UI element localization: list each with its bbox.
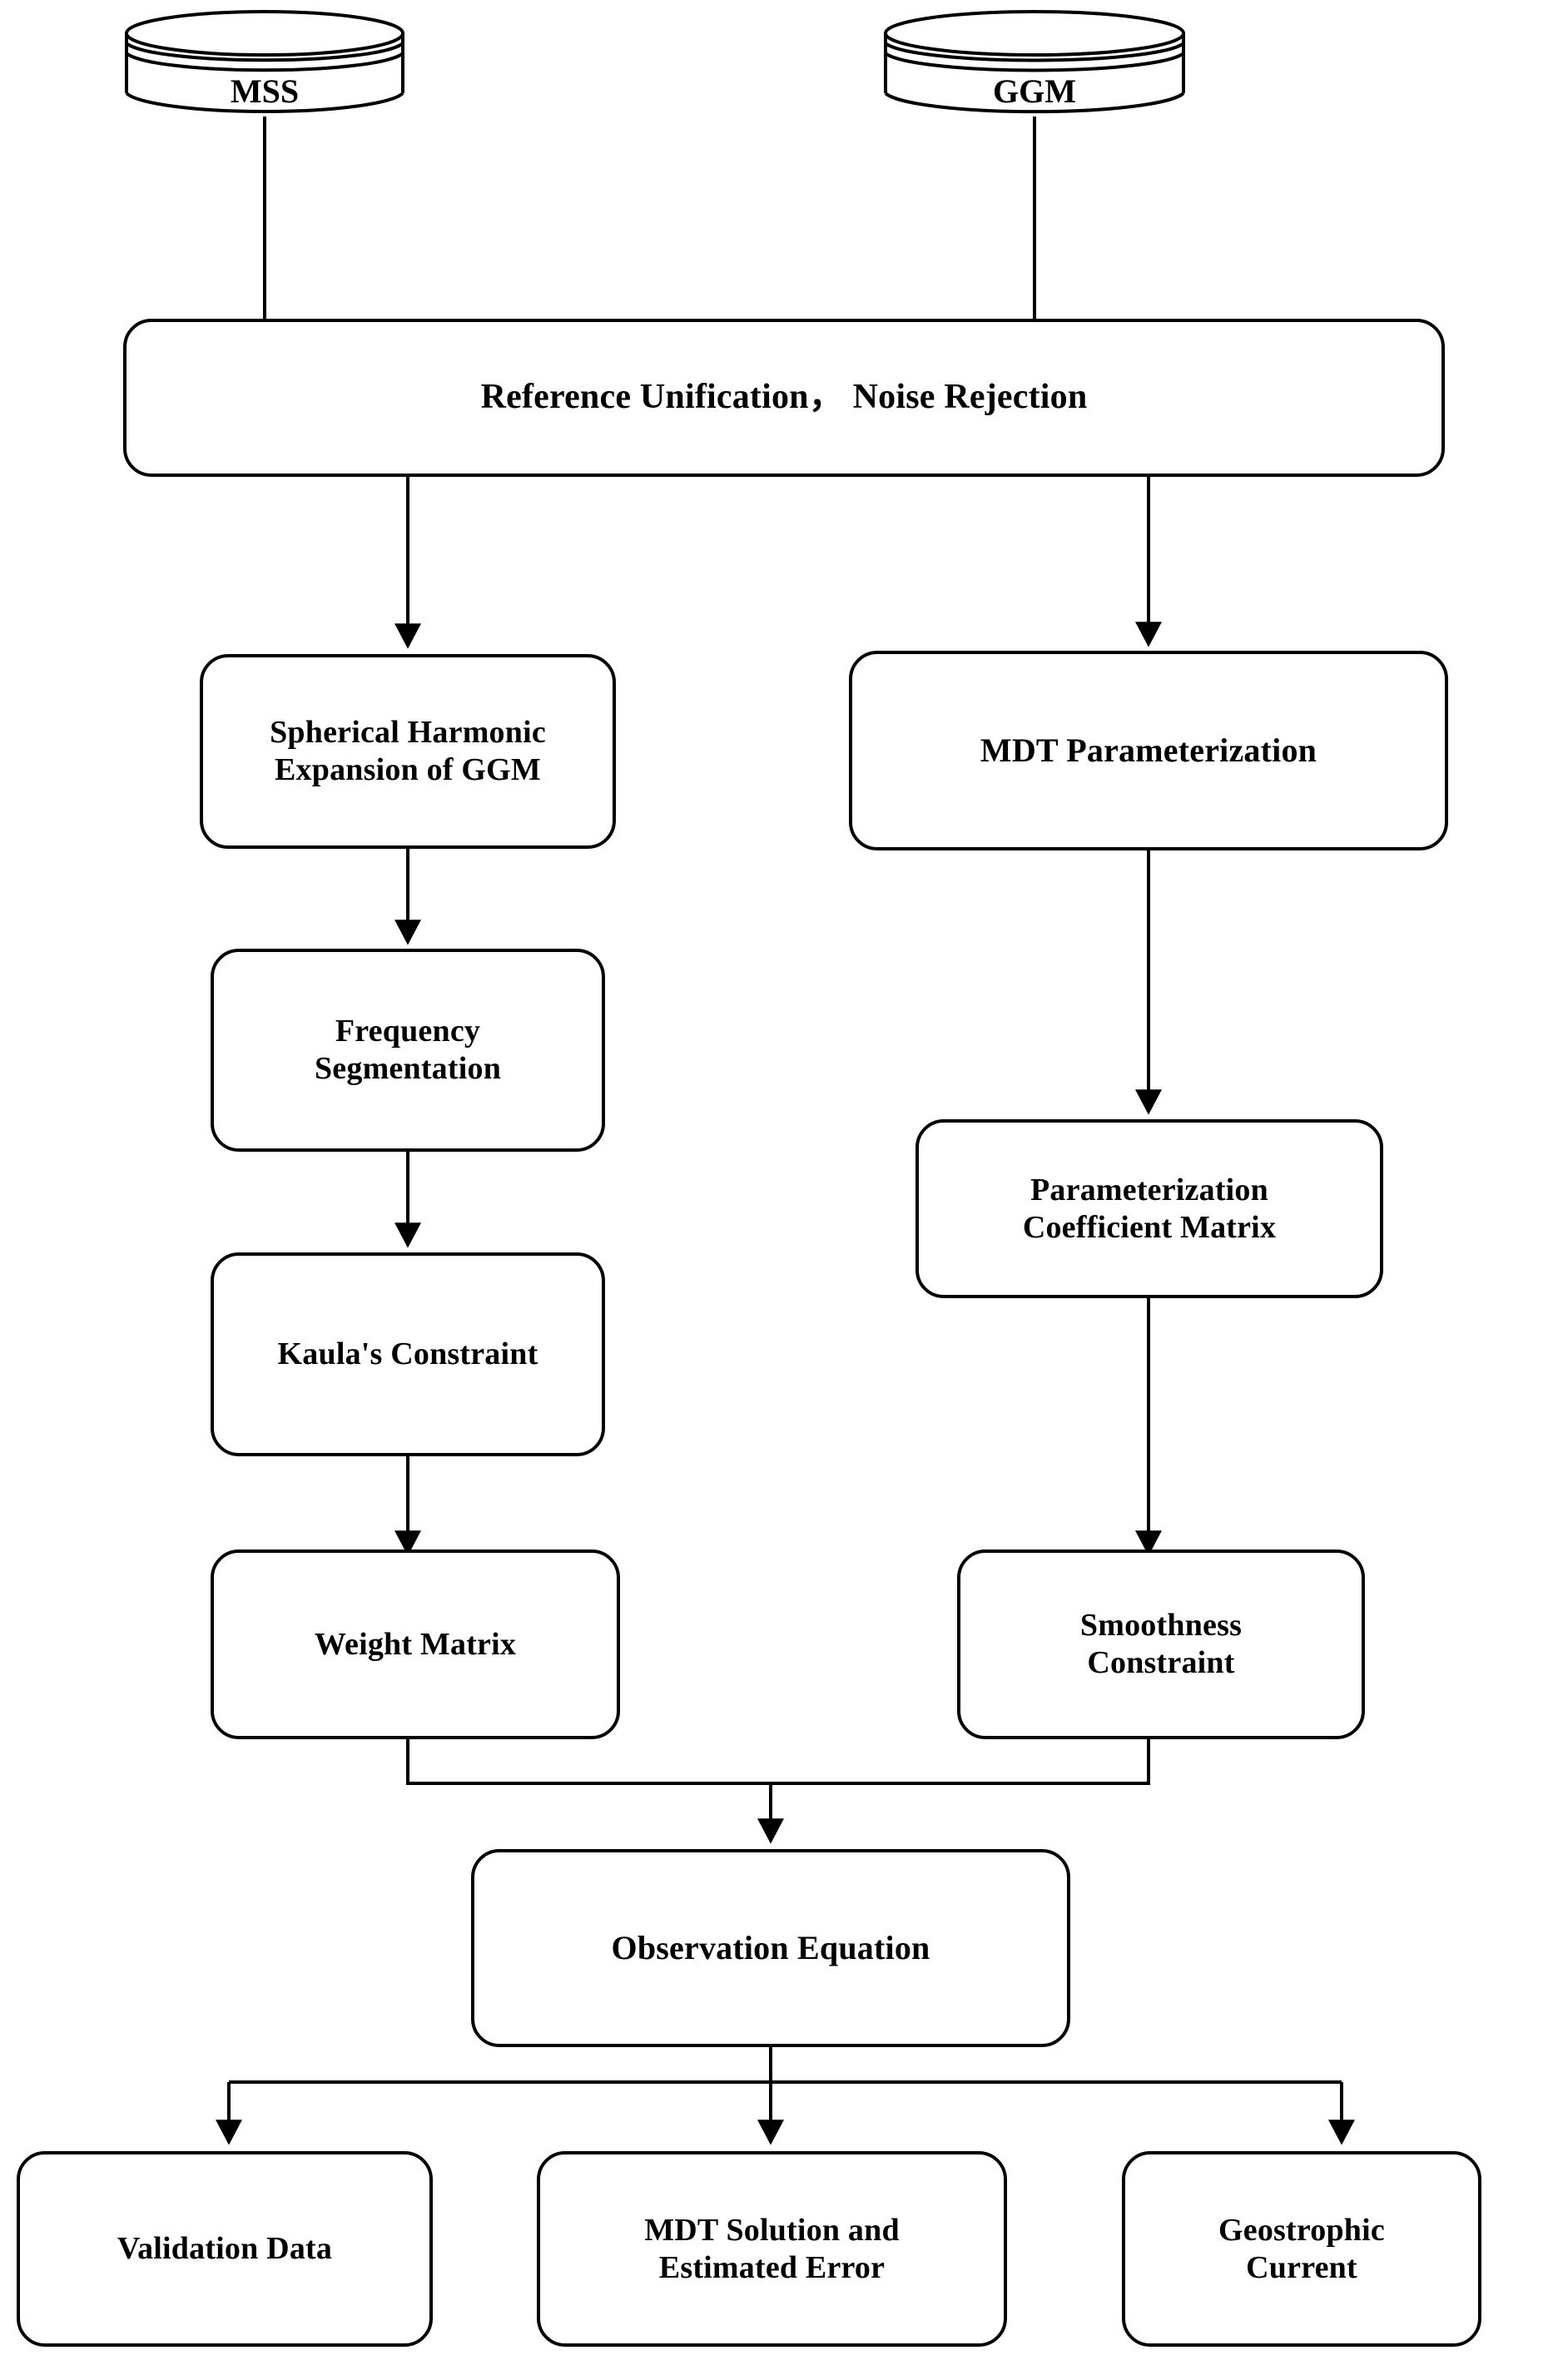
node-validation-data[interactable]: Validation Data [17, 2151, 433, 2347]
node-geostrophic-current[interactable]: Geostrophic Current [1122, 2151, 1481, 2347]
cylinder-shape [125, 10, 404, 113]
node-mdt-parameterization[interactable]: MDT Parameterization [849, 651, 1448, 850]
node-parameterization-coefficient-matrix-label: Parameterization Coefficient Matrix [1022, 1172, 1277, 1245]
node-mdt-parameterization-label: MDT Parameterization [980, 731, 1317, 770]
cylinder-shape [884, 10, 1185, 114]
edge-merge-bar [406, 1739, 1150, 1785]
node-geostrophic-current-label: Geostrophic Current [1218, 2212, 1385, 2285]
node-frequency-segmentation[interactable]: Frequency Segmentation [211, 949, 605, 1152]
node-observation-equation[interactable]: Observation Equation [471, 1849, 1070, 2047]
node-parameterization-coefficient-matrix[interactable]: Parameterization Coefficient Matrix [915, 1119, 1383, 1298]
node-spherical-harmonic-expansion-label: Spherical Harmonic Expansion of GGM [270, 715, 546, 787]
node-weight-matrix-label: Weight Matrix [314, 1626, 517, 1662]
node-mss-label: MSS [230, 72, 300, 110]
node-spherical-harmonic-expansion[interactable]: Spherical Harmonic Expansion of GGM [200, 654, 616, 849]
node-ggm[interactable]: GGM [882, 8, 1187, 118]
node-mss[interactable]: MSS [123, 8, 406, 118]
node-reference-unification[interactable]: Reference Unification， Noise Rejection [123, 319, 1445, 477]
node-frequency-segmentation-label: Frequency Segmentation [314, 1014, 502, 1086]
node-smoothness-constraint-label: Smoothness Constraint [1079, 1608, 1243, 1680]
node-validation-data-label: Validation Data [117, 2231, 333, 2267]
node-ggm-label: GGM [993, 72, 1076, 110]
node-kaulas-constraint-label: Kaula's Constraint [277, 1336, 538, 1372]
node-mdt-solution[interactable]: MDT Solution and Estimated Error [537, 2151, 1007, 2347]
node-reference-unification-label: Reference Unification， Noise Rejection [480, 378, 1088, 417]
node-smoothness-constraint[interactable]: Smoothness Constraint [957, 1549, 1365, 1739]
node-weight-matrix[interactable]: Weight Matrix [211, 1549, 620, 1739]
node-kaulas-constraint[interactable]: Kaula's Constraint [211, 1252, 605, 1456]
node-mdt-solution-label: MDT Solution and Estimated Error [644, 2212, 900, 2285]
node-observation-equation-label: Observation Equation [611, 1929, 930, 1967]
